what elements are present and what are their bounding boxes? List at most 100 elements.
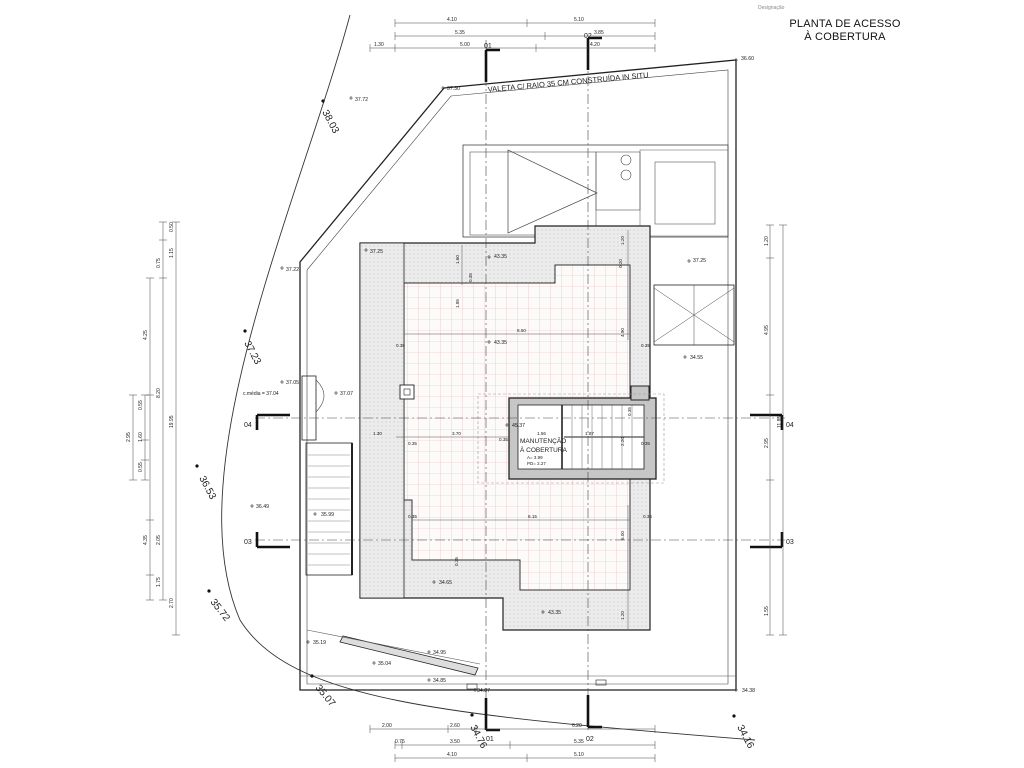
dim-int-22: 6.00: [620, 531, 625, 540]
elev-37-30: 37.30: [447, 86, 460, 92]
room-name: MANUTENÇÃO: [520, 436, 566, 445]
dim-left-2: 1.15: [169, 248, 175, 258]
dim-bottom-2b: 3.50: [450, 739, 460, 745]
title-line-2: À COBERTURA: [804, 31, 886, 43]
contour-36-53: 36.53: [196, 474, 218, 502]
elev-43-35-b: 43.35: [494, 340, 507, 346]
dim-bottom-3a: 4.10: [447, 752, 457, 758]
dim-bottom-3b: 5.10: [574, 752, 584, 758]
section-markers: [255, 36, 784, 732]
elev-37-72: 37.72: [355, 97, 368, 103]
elev-34-95: 34.95: [433, 650, 446, 656]
dim-int-11: 0.35: [408, 441, 417, 446]
dim-left-9: 1.60: [138, 432, 144, 442]
section-02-top: 02: [584, 33, 592, 40]
elevation-ticks: [250, 58, 738, 692]
drawing-stamp: Designação: [758, 5, 785, 11]
core-dashed-outline: [477, 393, 665, 484]
bottom-outlet-2: [466, 683, 478, 690]
dim-lines-interior: [396, 230, 630, 630]
section-01-top: 01: [484, 43, 492, 50]
floor-drain: [399, 384, 415, 400]
cota-media: c.média = 37.04: [243, 391, 279, 397]
dim-left-1: 0.50: [169, 222, 175, 232]
dim-left-11: 4.35: [143, 535, 149, 545]
contour-markers: [195, 99, 736, 718]
elev-34-38: 34.38: [742, 688, 755, 694]
dim-lines-bottom: [369, 725, 656, 762]
left-wall-column: [359, 242, 405, 599]
dim-int-3: 0.35: [468, 273, 473, 282]
elev-45-37: 45.37: [512, 423, 525, 429]
section-02-bottom: 02: [586, 736, 594, 743]
elev-37-05: 37.05: [286, 380, 299, 386]
dim-right-5: 1.55: [764, 606, 770, 616]
dim-int-6: 8.50: [517, 328, 526, 333]
dim-left-12: 2.05: [156, 535, 162, 545]
dim-int-17: 2.20: [620, 437, 625, 446]
dim-top-2b: 3.85: [594, 30, 604, 36]
dim-int-18: 0.35: [641, 441, 650, 446]
dim-lines-top: [369, 19, 656, 52]
floor-drain-inner: [403, 388, 411, 396]
dim-top-3c: 4.20: [590, 42, 600, 48]
dim-int-5: 0.20: [618, 259, 623, 268]
dim-int-1: 1.20: [620, 236, 625, 245]
dim-int-20: 8.15: [528, 514, 537, 519]
dim-left-6: 19.95: [169, 415, 175, 428]
contour-34-16: 34.16: [734, 723, 756, 751]
dim-int-10: 1.30: [373, 431, 382, 436]
section-04-right: 04: [786, 422, 794, 429]
external-stair-right: [653, 284, 735, 346]
core-stairs: [564, 405, 644, 469]
dim-int-12: 3.70: [452, 431, 461, 436]
dim-int-7: 4.90: [620, 328, 625, 337]
elev-43-35-a: 43.35: [494, 254, 507, 260]
dim-bottom-1a: 2.00: [382, 723, 392, 729]
dim-top-3a: 1.30: [374, 42, 384, 48]
dim-int-19: 0.35: [408, 514, 417, 519]
dim-left-7: 0.55: [138, 400, 144, 410]
elev-34-87: 34.87: [477, 688, 490, 694]
contour-37-23: 37.23: [241, 339, 263, 367]
dim-right-2: 4.95: [764, 325, 770, 335]
section-01-bottom: 01: [486, 736, 494, 743]
section-04-left: 04: [244, 422, 252, 429]
contour-38-03: 38.03: [319, 108, 341, 136]
dim-left-5: 8.20: [156, 388, 162, 398]
building-perimeter-inner: [306, 69, 729, 685]
dim-int-23: 0.35: [454, 557, 459, 566]
elev-43-35-c: 43.35: [548, 610, 561, 616]
drawing-title: PLANTA DE ACESSO À COBERTURA: [770, 18, 920, 44]
section-03-right: 03: [786, 539, 794, 546]
dim-bottom-2a: 0.75: [395, 739, 405, 745]
dim-int-9: 0.35: [641, 343, 650, 348]
room-code: PD= 2.27: [527, 461, 546, 466]
roof-equipment-area: [462, 144, 729, 238]
bottom-outlet: [595, 679, 607, 686]
elev-36-60: 36.60: [741, 56, 754, 62]
dim-left-4: 4.25: [143, 330, 149, 340]
bottom-ramp: [339, 635, 479, 676]
core-column: [630, 385, 650, 401]
dim-int-13: 0.35: [499, 437, 508, 442]
dim-top-3b: 5.00: [460, 42, 470, 48]
dim-int-16: 0.35: [627, 407, 632, 416]
elev-35-04: 35.04: [378, 661, 391, 667]
title-line-1: PLANTA DE ACESSO: [789, 18, 901, 30]
dim-left-14: 2.70: [169, 598, 175, 608]
elev-36-49: 36.49: [256, 504, 269, 510]
section-axes: [255, 40, 785, 730]
dim-left-3: 0.75: [156, 258, 162, 268]
door-swing: [315, 379, 325, 413]
elev-35-19: 35.19: [313, 640, 326, 646]
dim-left-10: 0.55: [138, 462, 144, 472]
dim-int-2: 1.60: [455, 255, 460, 264]
dim-int-4: 1.85: [455, 299, 460, 308]
dim-int-14: 1.56: [537, 431, 546, 436]
dim-int-24: 1.20: [620, 611, 625, 620]
dim-int-15: 1.87: [585, 431, 594, 436]
dim-left-8: 2.95: [126, 432, 132, 442]
elev-37-25-a: 37.25: [370, 249, 383, 255]
